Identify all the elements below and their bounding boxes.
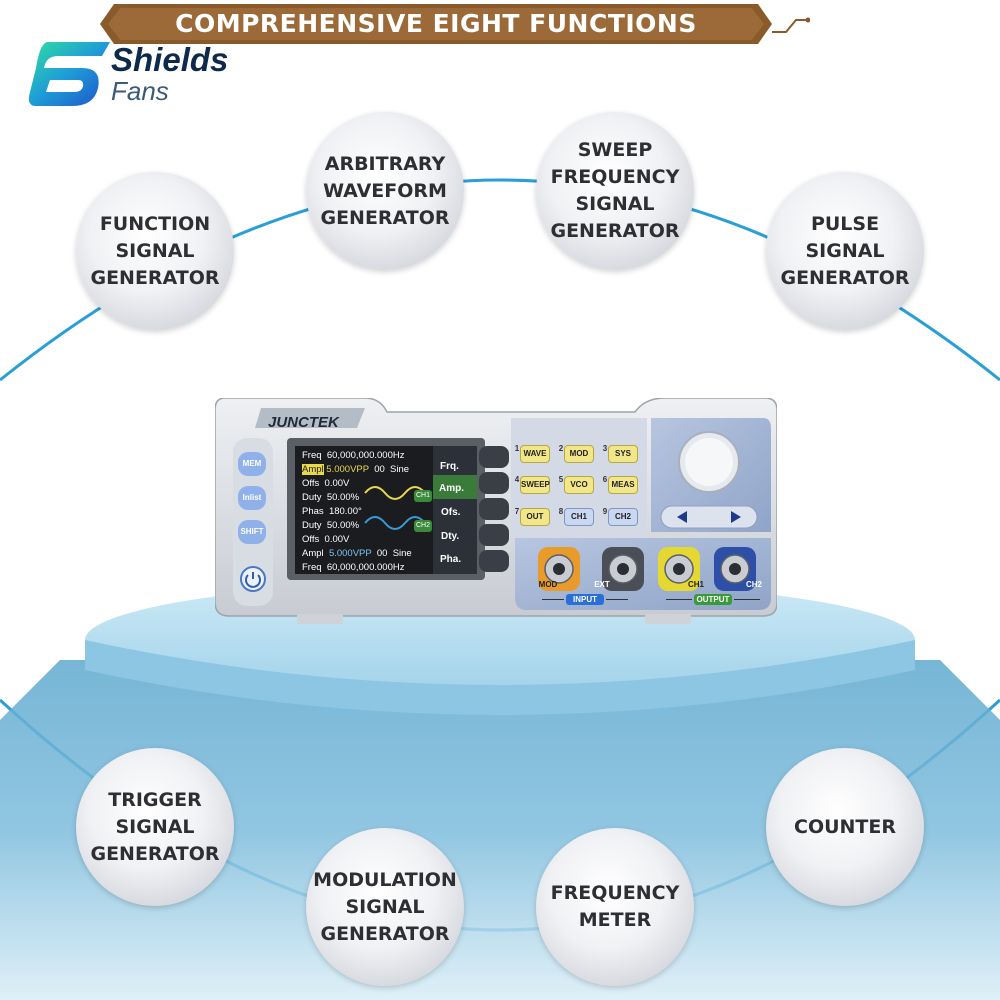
screen-row: Freq 60,000,000.000Hz [302,450,405,461]
function-signal-generator-bubble: FUNCTION SIGNAL GENERATOR [76,172,234,330]
softkey-label-ofs: Ofs. [441,507,461,518]
input-group-badge: INPUT [566,594,604,605]
connector-row [538,547,756,591]
function-label: PULSE SIGNAL GENERATOR [780,212,910,289]
screen-row: Ampl 5.000VPP 00 Sine [302,548,412,559]
softkey-label-frq: Frq. [440,461,459,472]
inlist-button[interactable]: Inlist [238,486,266,510]
function-label: FUNCTION SIGNAL GENERATOR [90,212,220,289]
out-key[interactable]: OUT [520,508,550,526]
logo-text-fans: Fans [111,76,169,106]
divider [666,599,692,600]
shields-fans-logo-icon [28,42,110,106]
key-number: 5 [558,475,564,484]
screen-row: Ampl 5.000VPP 00 Sine [302,464,410,475]
output-group-badge: OUTPUT [694,594,732,605]
mem-button-label: MEM [242,459,262,468]
screen-row: Offs 0.00V [302,534,350,545]
key-number: 6 [602,475,608,484]
shift-button-label: SHIFT [240,527,264,536]
function-label: SWEEP FREQUENCY SIGNAL GENERATOR [550,139,680,242]
key-number: 9 [602,507,608,516]
title-banner [100,4,772,44]
screen-row: Duty 50.00% [302,492,360,503]
banner-title: COMPREHENSIVE EIGHT FUNCTIONS [175,9,697,38]
mem-button[interactable]: MEM [238,452,266,476]
modulation-signal-generator-bubble: MODULATION SIGNAL GENERATOR [306,828,464,986]
vco-key[interactable]: VCO [564,476,594,494]
softkey-label-amp: Amp. [439,483,464,494]
inlist-button-label: Inlist [242,493,262,502]
frequency-meter-bubble: FREQUENCY METER [536,828,694,986]
divider [542,599,564,600]
key-number: 3 [602,444,608,453]
connector-label-ch2: CH2 [745,580,762,589]
meas-key[interactable]: MEAS [608,476,638,494]
function-label: TRIGGER SIGNAL GENERATOR [90,788,220,865]
connector-label-ch1: CH1 [687,580,704,589]
power-button[interactable] [241,567,265,591]
screen-row: Phas 180.00° [302,506,362,517]
wave-key[interactable]: WAVE [520,445,550,463]
trigger-signal-generator-bubble: TRIGGER SIGNAL GENERATOR [76,748,234,906]
arbitrary-waveform-generator-bubble: ARBITRARY WAVEFORM GENERATOR [306,112,464,270]
key-number: 8 [558,507,564,516]
function-label: ARBITRARY WAVEFORM GENERATOR [320,152,450,229]
softkey-label-dty: Dty. [441,531,460,542]
ch2-key[interactable]: CH2 [608,508,638,526]
banner-decoration [772,17,810,33]
screen-row: Freq 60,000,000.000Hz [302,562,405,573]
ch1-tag: CH1 [414,490,432,502]
logo-text-shields: Shields [111,41,229,78]
screen-row: Offs 0.00V [302,478,350,489]
key-number: 2 [558,444,564,453]
sweep-frequency-signal-generator-bubble: SWEEP FREQUENCY SIGNAL GENERATOR [536,112,694,270]
divider [606,599,628,600]
softkey-label-pha: Pha. [440,554,462,565]
ch1-key[interactable]: CH1 [564,508,594,526]
sys-key[interactable]: SYS [608,445,638,463]
sweep-key[interactable]: SWEEP [520,476,550,494]
shift-button[interactable]: SHIFT [238,520,266,544]
connector-label-ext: EXT [594,580,610,589]
rotary-knob[interactable] [679,432,739,492]
divider [734,599,760,600]
device-brand: JUNCTEK [268,414,339,431]
counter-bubble: COUNTER [766,748,924,906]
left-arrow-button[interactable] [663,508,693,528]
connector-label-mod: MOD [538,580,558,589]
pulse-signal-generator-bubble: PULSE SIGNAL GENERATOR [766,172,924,330]
ch2-tag: CH2 [414,520,432,532]
function-label: FREQUENCY METER [550,882,680,931]
key-number: 7 [514,507,520,516]
key-number: 4 [514,475,520,484]
key-number: 1 [514,444,520,453]
screen-row: Duty 50.00% [302,520,360,531]
function-label: COUNTER [794,815,896,838]
mod-key[interactable]: MOD [564,445,594,463]
right-arrow-button[interactable] [720,508,750,528]
function-label: MODULATION SIGNAL GENERATOR [313,868,457,945]
